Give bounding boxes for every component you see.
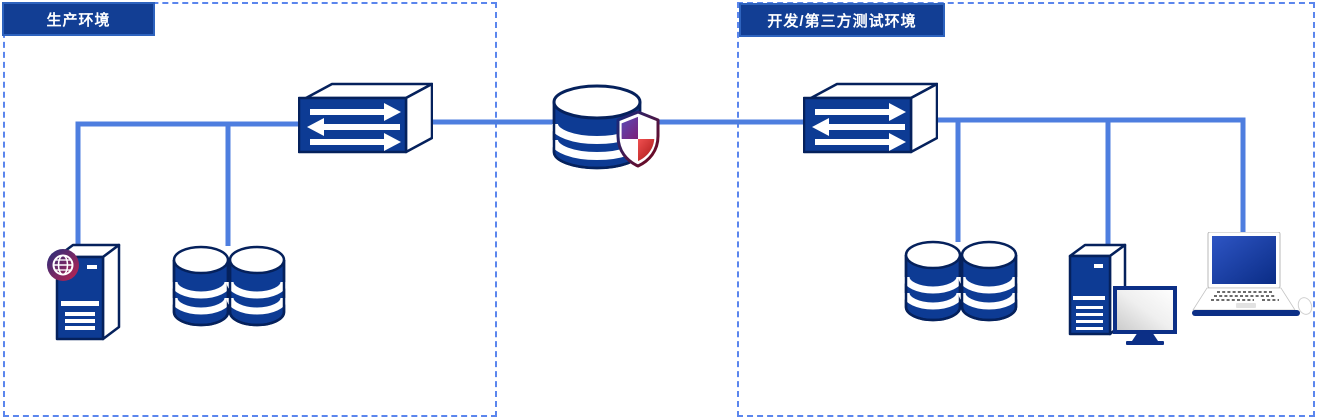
laptop-icon — [1192, 231, 1314, 322]
dev-test-zone-label: 开发/第三方测试环境 — [739, 3, 945, 37]
laptop-screen — [1212, 236, 1276, 284]
dev-test-zone-border — [737, 2, 1315, 417]
production-zone-label-text: 生产环境 — [46, 11, 111, 29]
production-database-cluster-icon — [170, 238, 288, 336]
trackpad — [1236, 303, 1256, 308]
production-zone-label: 生产环境 — [2, 2, 155, 36]
monitor-icon — [1113, 286, 1177, 345]
laptop-base — [1192, 310, 1300, 316]
dev-test-zone-label-text: 开发/第三方测试环境 — [767, 12, 917, 30]
production-zone-border — [3, 2, 497, 417]
globe-badge-icon — [44, 246, 82, 284]
keyboard-keys — [1211, 291, 1279, 301]
mouse-icon — [1297, 297, 1313, 315]
workstation-icon — [1068, 242, 1183, 346]
dev-test-switch-icon — [802, 82, 939, 160]
secure-database-icon — [550, 76, 664, 180]
dev-test-database-cluster-icon — [902, 233, 1020, 331]
production-switch-icon — [297, 82, 434, 160]
